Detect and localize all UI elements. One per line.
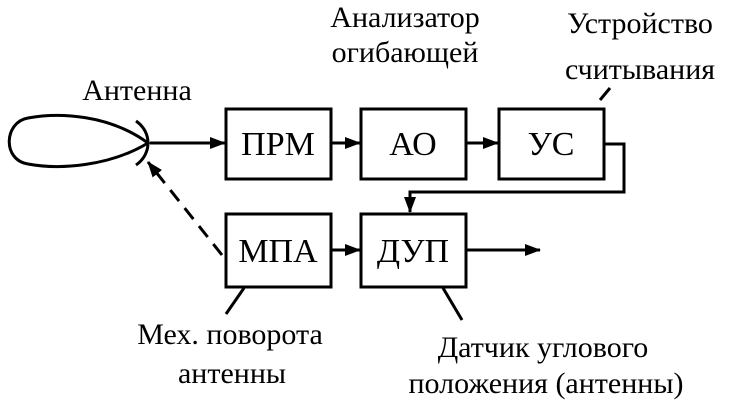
leader-reader	[598, 87, 612, 101]
label-analyzer-line2: огибающей	[332, 36, 479, 69]
block-us-label: УС	[528, 126, 575, 163]
arrow-us-to-dup	[404, 142, 626, 213]
leader-sensor	[441, 287, 464, 321]
label-reader-line1: Устройство	[567, 7, 713, 40]
block-dup-label: ДУП	[377, 233, 449, 270]
antenna-lobe	[7, 113, 151, 168]
dashed-link-mpa-to-antenna	[146, 161, 224, 256]
block-ao-label: АО	[389, 126, 436, 163]
label-sensor-line1: Датчик углового	[438, 331, 649, 364]
block-dup	[359, 212, 468, 289]
label-mechanism-line2: антенны	[178, 357, 286, 390]
block-mpa-label: МПА	[238, 233, 318, 270]
label-analyzer-line1: Анализатор	[330, 1, 479, 34]
label-antenna: Антенна	[82, 74, 192, 107]
leader-mechanism	[224, 287, 246, 315]
label-mechanism-line1: Мех. поворота	[137, 318, 323, 351]
antenna-element	[135, 119, 150, 167]
block-us	[497, 107, 606, 181]
label-reader-line2: считывания	[565, 53, 715, 86]
label-sensor-line2: положения (антенны)	[409, 367, 684, 400]
block-prm-label: ПРМ	[241, 126, 315, 163]
